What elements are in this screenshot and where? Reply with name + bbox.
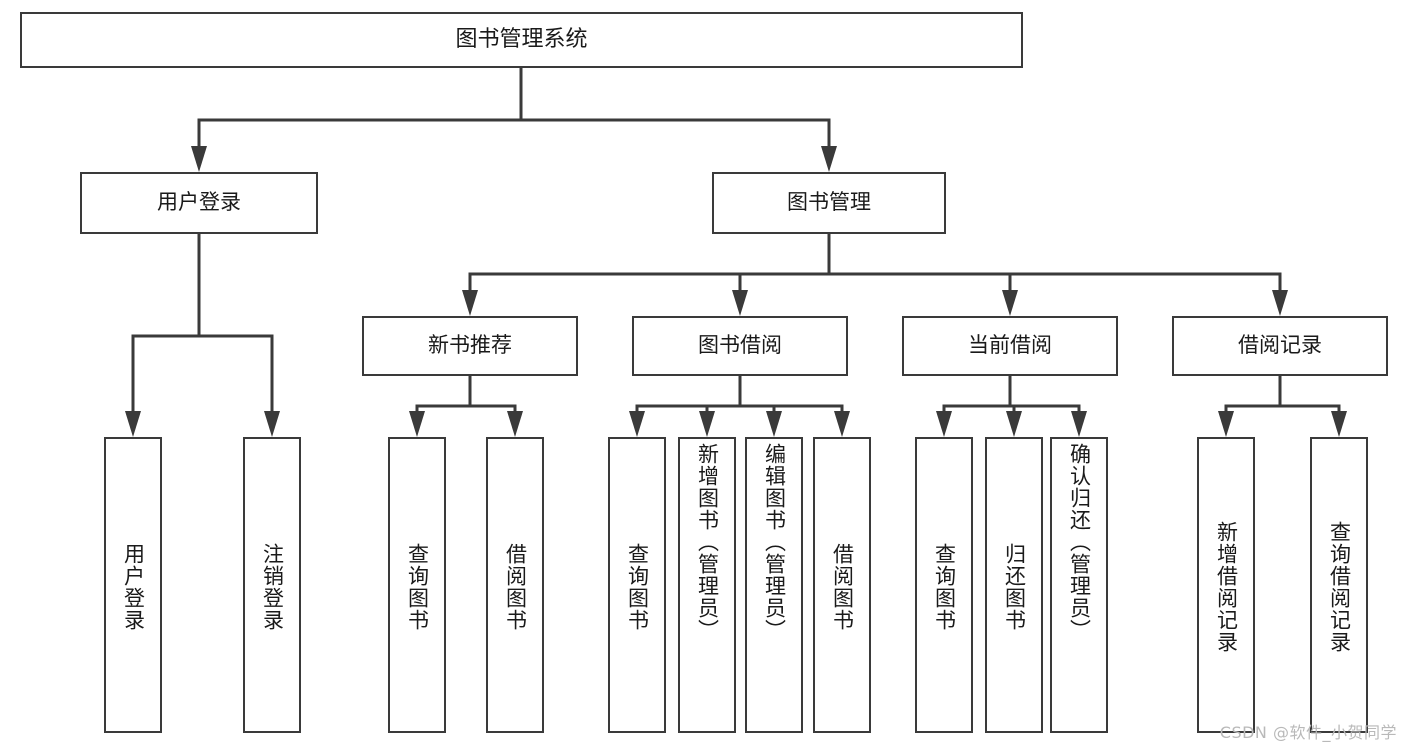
arrow-head-16 xyxy=(1071,411,1087,437)
node-user-login-label: 用户登录 xyxy=(157,190,241,215)
arrow-head-12 xyxy=(766,411,782,437)
arrow-head-14 xyxy=(936,411,952,437)
node-leaf-user-login-label: 用户登录 xyxy=(121,543,146,631)
node-new-book-rec[interactable]: 新书推荐 xyxy=(362,316,578,376)
node-current-borrow-label: 当前借阅 xyxy=(968,333,1052,358)
node-leaf-add-record[interactable]: 新增借阅记录 xyxy=(1197,437,1255,733)
arrow-head-3 xyxy=(264,411,280,437)
node-leaf-query-record[interactable]: 查询借阅记录 xyxy=(1310,437,1368,733)
node-leaf-query-book-1[interactable]: 查询图书 xyxy=(388,437,446,733)
arrow-head-7 xyxy=(1272,290,1288,316)
node-borrow-record-label: 借阅记录 xyxy=(1238,333,1322,358)
arrow-head-4 xyxy=(462,290,478,316)
arrow-head-6 xyxy=(1002,290,1018,316)
node-leaf-query-book-2-label: 查询图书 xyxy=(625,543,650,631)
arrow-head-17 xyxy=(1218,411,1234,437)
node-leaf-query-record-label: 查询借阅记录 xyxy=(1327,521,1352,653)
node-leaf-edit-book-label: 编辑图书（管理员） xyxy=(762,443,787,641)
node-leaf-confirm-return-label: 确认归还（管理员） xyxy=(1067,443,1092,641)
node-leaf-query-book-1-label: 查询图书 xyxy=(405,543,430,631)
node-book-borrow-label: 图书借阅 xyxy=(698,333,782,358)
node-user-login[interactable]: 用户登录 xyxy=(80,172,318,234)
node-root[interactable]: 图书管理系统 xyxy=(20,12,1023,68)
edges-group xyxy=(125,66,1347,437)
node-leaf-edit-book[interactable]: 编辑图书（管理员） xyxy=(745,437,803,733)
node-current-borrow[interactable]: 当前借阅 xyxy=(902,316,1118,376)
node-leaf-query-book-3[interactable]: 查询图书 xyxy=(915,437,973,733)
arrow-head-9 xyxy=(507,411,523,437)
node-leaf-borrow-book-2-label: 借阅图书 xyxy=(830,543,855,631)
node-leaf-return-book-label: 归还图书 xyxy=(1002,543,1027,631)
node-leaf-logout[interactable]: 注销登录 xyxy=(243,437,301,733)
arrow-head-5 xyxy=(732,290,748,316)
arrow-head-15 xyxy=(1006,411,1022,437)
node-leaf-logout-label: 注销登录 xyxy=(260,543,285,631)
arrow-head-1 xyxy=(821,146,837,172)
node-leaf-add-record-label: 新增借阅记录 xyxy=(1214,521,1239,653)
node-book-manage[interactable]: 图书管理 xyxy=(712,172,946,234)
node-root-label: 图书管理系统 xyxy=(455,26,588,52)
arrow-head-2 xyxy=(125,411,141,437)
node-leaf-add-book-label: 新增图书（管理员） xyxy=(695,443,720,641)
csdn-watermark: CSDN @软件_小贺同学 xyxy=(1219,723,1397,742)
arrow-head-0 xyxy=(191,146,207,172)
node-leaf-query-book-3-label: 查询图书 xyxy=(932,543,957,631)
node-leaf-borrow-book-1-label: 借阅图书 xyxy=(503,543,528,631)
node-leaf-borrow-book-1[interactable]: 借阅图书 xyxy=(486,437,544,733)
node-borrow-record[interactable]: 借阅记录 xyxy=(1172,316,1388,376)
arrow-head-10 xyxy=(629,411,645,437)
arrow-head-18 xyxy=(1331,411,1347,437)
node-new-book-rec-label: 新书推荐 xyxy=(428,333,512,358)
arrow-head-8 xyxy=(409,411,425,437)
node-leaf-return-book[interactable]: 归还图书 xyxy=(985,437,1043,733)
node-leaf-confirm-return[interactable]: 确认归还（管理员） xyxy=(1050,437,1108,733)
arrow-head-11 xyxy=(699,411,715,437)
node-leaf-query-book-2[interactable]: 查询图书 xyxy=(608,437,666,733)
node-leaf-borrow-book-2[interactable]: 借阅图书 xyxy=(813,437,871,733)
node-leaf-add-book[interactable]: 新增图书（管理员） xyxy=(678,437,736,733)
node-book-borrow[interactable]: 图书借阅 xyxy=(632,316,848,376)
node-book-manage-label: 图书管理 xyxy=(787,190,871,215)
node-leaf-user-login[interactable]: 用户登录 xyxy=(104,437,162,733)
arrow-head-13 xyxy=(834,411,850,437)
